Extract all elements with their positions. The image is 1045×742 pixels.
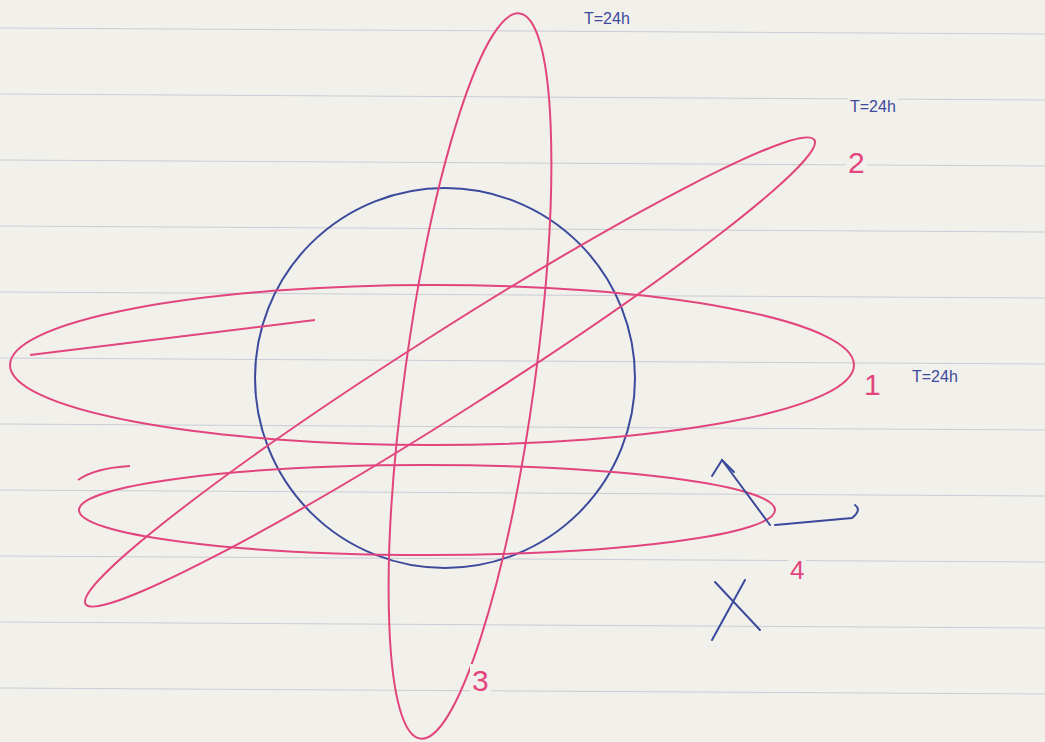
orbit-number: 2 [846,146,867,179]
velocity-vectors [712,460,858,640]
period-label: T=24h [848,98,898,116]
orbit-1-stroke [30,320,315,355]
period-label: T=24h [910,368,960,386]
orbit-4 [79,465,775,555]
orbits [10,5,854,742]
orbit-number: 4 [788,556,806,585]
orbit-number: 3 [470,664,491,697]
arrow-head [712,460,734,476]
earth-circle [255,188,635,568]
ruled-lines [0,28,1045,694]
orbit-2 [64,106,836,638]
orbit-3 [356,5,584,742]
orbit-1 [10,285,854,445]
period-label: T=24h [582,10,632,28]
vector-line [775,505,858,525]
cross-mark [712,580,760,640]
vector-arrow [722,460,770,525]
orbit-4-stroke [78,466,130,480]
orbit-number: 1 [862,368,883,401]
